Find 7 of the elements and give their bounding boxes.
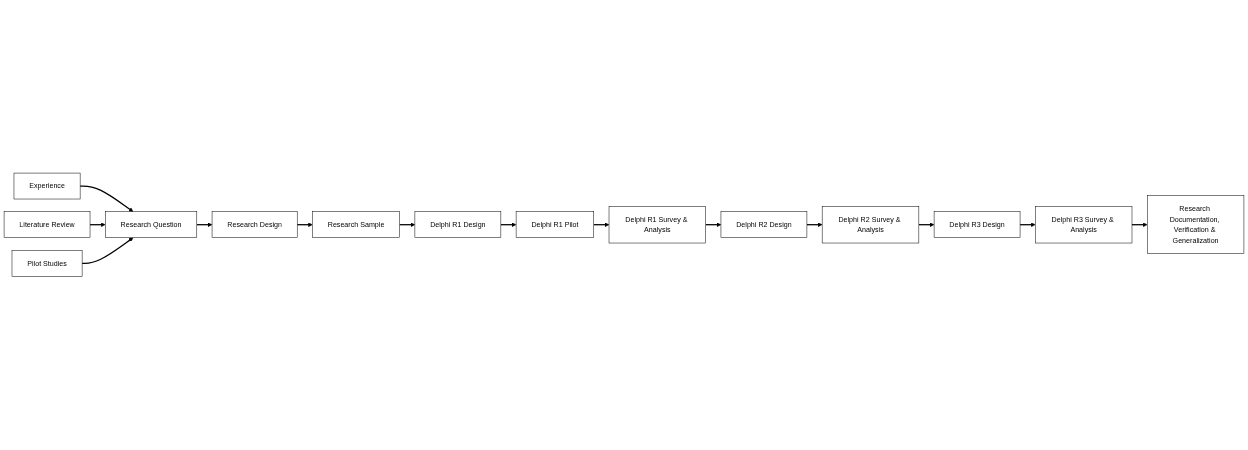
arrow (79, 185, 134, 213)
arrow (918, 222, 935, 228)
arrow (593, 222, 610, 228)
arrow (196, 222, 213, 228)
arrow (81, 237, 134, 265)
arrow (705, 222, 722, 228)
arrow (399, 222, 416, 228)
